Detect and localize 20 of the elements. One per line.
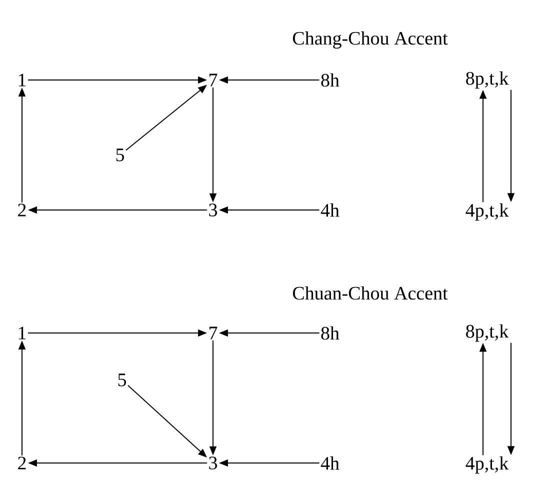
tone-label: 7 <box>210 74 218 86</box>
tone-label: 5 <box>118 374 126 386</box>
panel-title: Chang-Chou Accent <box>292 31 448 49</box>
tone-label: 7 <box>210 326 218 340</box>
tone-label: 4h <box>320 456 340 470</box>
tone-label: 8p,t,k <box>466 324 509 342</box>
tone-label: 4h <box>320 203 340 217</box>
tone-label: 2 <box>18 456 26 470</box>
tone-label: 2 <box>18 204 26 216</box>
tone-label: 1 <box>18 326 26 340</box>
tone-label: 8p,t,k <box>466 71 509 89</box>
panel-title: Chuan-Chou Accent <box>292 286 448 300</box>
tone-label: 4p,t,k <box>466 456 509 474</box>
tone-label: 4p,t,k <box>466 203 509 221</box>
tone-label: 3 <box>209 204 217 216</box>
tone-label: 8h <box>321 326 340 340</box>
tone-label: 1 <box>18 74 26 86</box>
tone-label: 5 <box>116 148 124 162</box>
tone-label: 8h <box>321 73 340 87</box>
tone-label: 3 <box>209 456 217 470</box>
